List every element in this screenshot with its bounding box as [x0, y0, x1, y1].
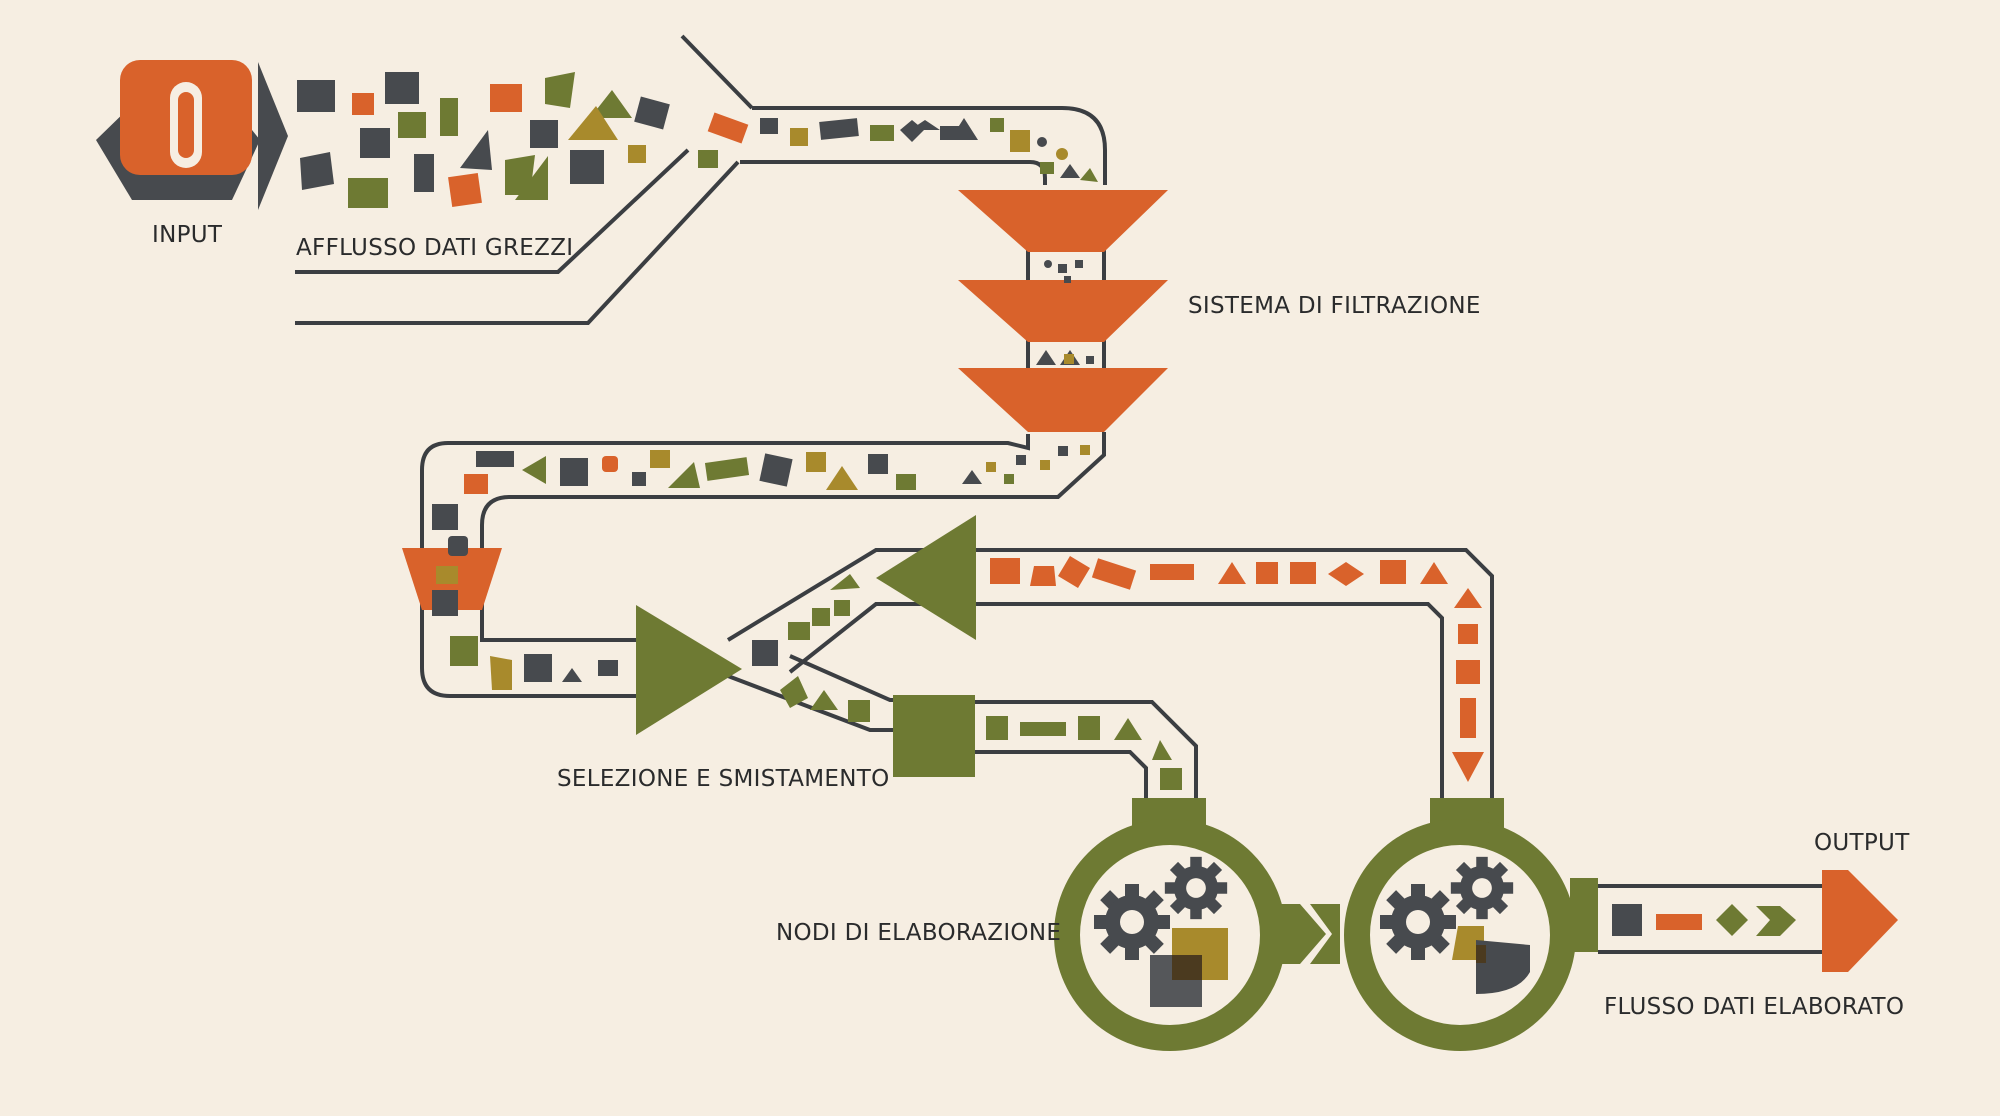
label-raw-inflow: AFFLUSSO DATI GREZZI	[296, 235, 573, 261]
label-sorting: SELEZIONE E SMISTAMENTO	[557, 766, 889, 792]
s-pipe-shapes	[432, 445, 1090, 690]
label-input: INPUT	[152, 222, 223, 248]
funnel-filter-icon	[958, 190, 1168, 432]
processing-feed-pipe	[975, 700, 1198, 800]
chute-data-shapes	[760, 118, 1098, 182]
feed-shapes	[986, 716, 1182, 790]
filtered-particles	[1036, 260, 1094, 365]
gear-icon	[1164, 856, 1228, 920]
output-pipe	[1570, 878, 1822, 954]
input-badge-icon	[96, 60, 288, 210]
label-processed-flow: FLUSSO DATI ELABORATO	[1604, 994, 1904, 1020]
label-filtration: SISTEMA DI FILTRAZIONE	[1188, 293, 1481, 319]
processing-node-2	[1344, 798, 1576, 1051]
s-pipe	[420, 432, 1106, 698]
gear-icon	[1094, 884, 1170, 960]
raw-data-shapes	[297, 72, 749, 208]
label-processing: NODI DI ELABORAZIONE	[776, 920, 1061, 946]
router-shapes	[752, 574, 870, 722]
processing-node-1	[1054, 798, 1286, 1051]
return-loop	[976, 548, 1494, 808]
gear-icon	[1450, 856, 1514, 920]
gear-icon	[1380, 884, 1456, 960]
label-output: OUTPUT	[1814, 830, 1910, 856]
return-loop-shapes	[990, 556, 1484, 782]
node-connector	[1276, 904, 1340, 964]
triangle-router-icon	[636, 515, 976, 777]
raw-inflow-guides	[295, 34, 754, 325]
output-arrow-icon	[1822, 870, 1898, 972]
